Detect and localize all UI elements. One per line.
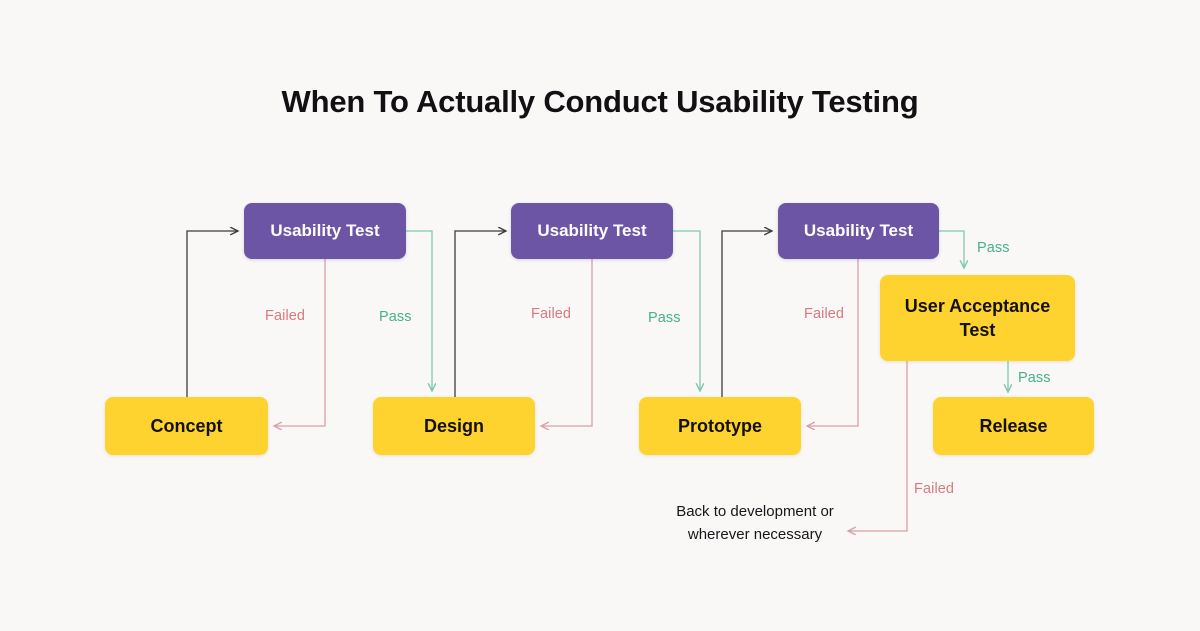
edge-label-pass-3: Pass (977, 240, 1010, 256)
node-usability-test-3-label: Usability Test (803, 220, 914, 240)
annotation-line-1: Back to development or (676, 503, 834, 520)
node-release[interactable]: Release (933, 397, 1094, 455)
node-usability-test-2[interactable]: Usability Test (511, 203, 673, 259)
edge-test2-failed-to-design (541, 259, 593, 426)
edge-label-pass-4: Pass (1018, 370, 1051, 386)
annotation-line-2: wherever necessary (687, 526, 823, 544)
node-design[interactable]: Design (373, 397, 535, 455)
page-title: When To Actually Conduct Usability Testi… (281, 84, 919, 119)
node-usability-test-2-label: Usability Test (537, 220, 647, 240)
edge-test3-pass-to-uat (938, 230, 964, 268)
edge-prototype-to-test3 (721, 231, 772, 397)
edge-label-failed-4: Failed (914, 481, 955, 497)
edge-label-pass-1: Pass (379, 309, 412, 325)
node-user-acceptance-test-label: User Acceptance Test (904, 295, 1051, 340)
node-usability-test-1[interactable]: Usability Test (244, 203, 406, 259)
node-release-label: Release (979, 415, 1048, 436)
node-prototype-label: Prototype (677, 415, 762, 436)
edge-label-pass-2: Pass (648, 310, 681, 326)
edge-label-failed-1: Failed (265, 308, 306, 324)
node-concept[interactable]: Concept (105, 397, 268, 455)
node-user-acceptance-test[interactable]: User Acceptance Test (880, 275, 1075, 361)
node-usability-test-1-label: Usability Test (270, 220, 380, 240)
edge-label-failed-2: Failed (531, 306, 572, 322)
node-design-label: Design (423, 415, 484, 436)
edge-design-to-test2 (454, 231, 506, 397)
annotation-back-to-development: Back to development or wherever necessar… (655, 500, 855, 547)
node-concept-label: Concept (150, 415, 223, 436)
node-usability-test-3[interactable]: Usability Test (778, 203, 939, 259)
edge-test3-failed-to-prototype (807, 259, 859, 426)
edge-concept-to-test1 (186, 231, 238, 397)
edge-uat-failed-to-backtodev (848, 361, 908, 531)
node-prototype[interactable]: Prototype (639, 397, 801, 455)
edge-test1-failed-to-concept (274, 259, 326, 426)
edge-label-failed-3: Failed (804, 306, 845, 322)
